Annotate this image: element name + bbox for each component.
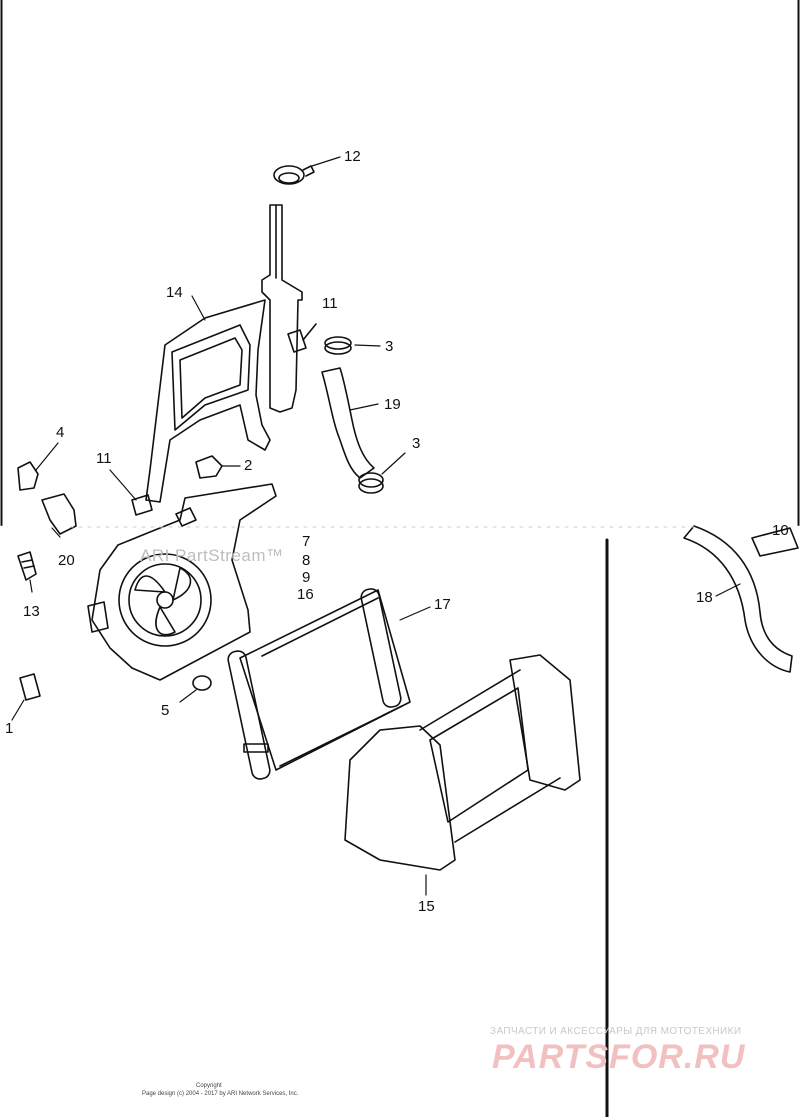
part-19-hose [321, 367, 375, 479]
callout-8: 8 [302, 552, 311, 569]
callout-1: 1 [5, 720, 14, 737]
part-2-nut [195, 455, 223, 479]
part-4-fitting [17, 461, 77, 535]
part-13-grommet [17, 551, 37, 581]
callout-14: 14 [166, 284, 183, 301]
callout-17: 17 [434, 596, 451, 613]
callout-12: 12 [344, 148, 361, 165]
part-1-sleeve [19, 673, 41, 701]
part-3-clamps [324, 336, 384, 494]
site-tagline: ЗАПЧАСТИ И АКСЕССУАРЫ ДЛЯ МОТОТЕХНИКИ [490, 1026, 742, 1037]
ari-partstream-watermark: ARI PartStream™ [140, 546, 284, 565]
callout-20: 20 [58, 552, 75, 569]
part-17-radiator [227, 588, 411, 780]
callout-13: 13 [23, 603, 40, 620]
callout-10: 10 [772, 522, 789, 539]
callout-7: 7 [302, 533, 311, 550]
part-15-cover [344, 654, 581, 871]
part-11-bolts [131, 323, 317, 516]
callout-2: 2 [244, 457, 253, 474]
site-logo: PARTSFOR.RU [492, 1038, 746, 1076]
callout-19: 19 [384, 396, 401, 413]
callout-3-lower: 3 [412, 435, 421, 452]
part-5-damper [192, 675, 212, 691]
copyright-label: Copyright [196, 1083, 222, 1089]
callout-3-upper: 3 [385, 338, 394, 355]
callout-18: 18 [696, 589, 713, 606]
callout-16: 16 [297, 586, 314, 603]
part-18-hose [683, 525, 799, 673]
leader-lines [11, 156, 741, 896]
callout-11-upper: 11 [322, 295, 338, 312]
callout-5: 5 [161, 702, 170, 719]
callout-9: 9 [302, 569, 311, 586]
part-12-clamp [273, 165, 315, 185]
page-design-notice: Page design (c) 2004 - 2017 by ARI Netwo… [142, 1091, 299, 1097]
callout-15: 15 [418, 898, 435, 915]
callout-4: 4 [56, 424, 65, 441]
callout-11-lower: 11 [96, 450, 112, 467]
fan-shroud-assembly [87, 483, 277, 681]
part-14-bracket [145, 204, 303, 503]
